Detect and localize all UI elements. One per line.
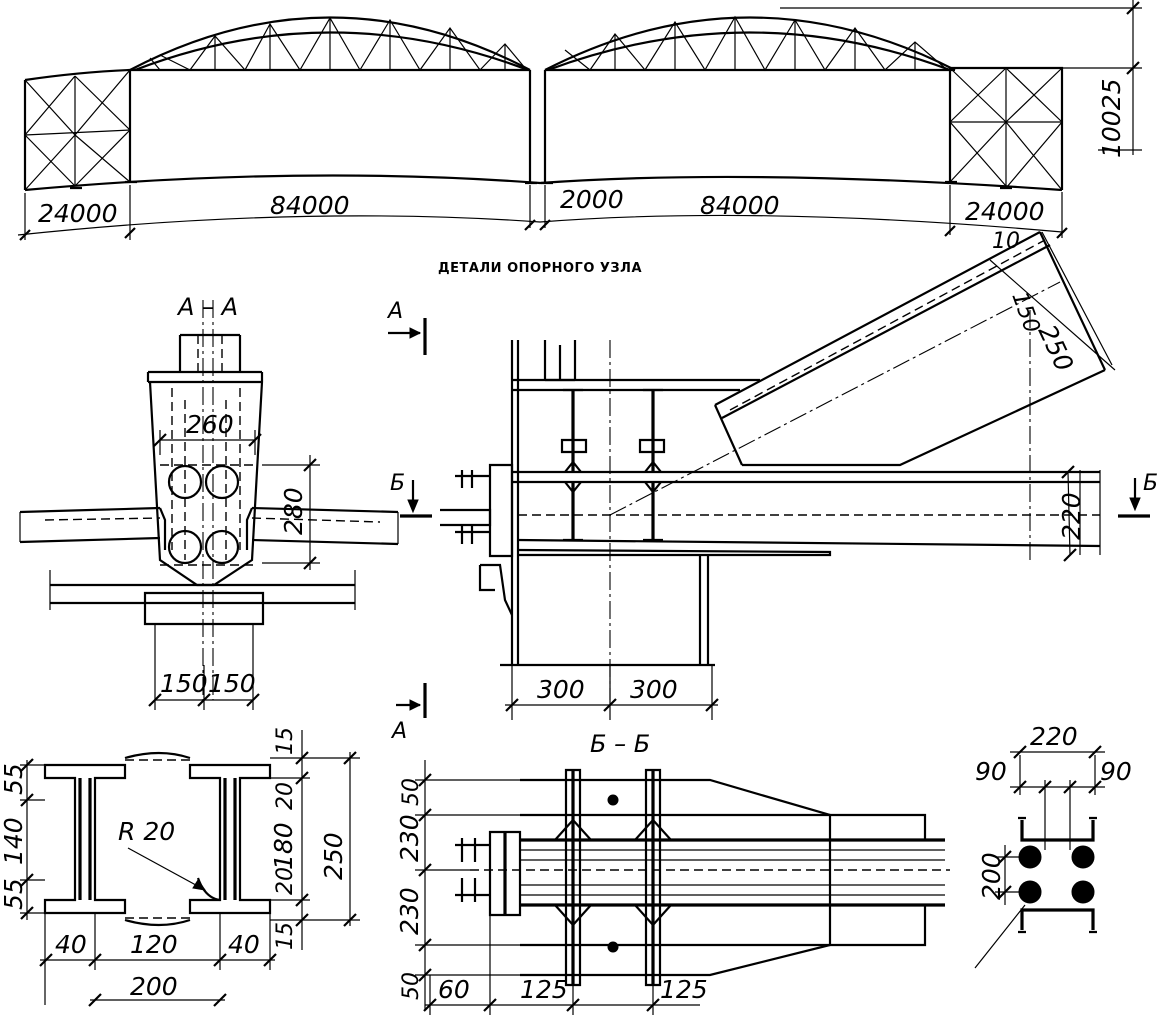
dim-150-right: 150: [208, 669, 256, 698]
span-dim-left-tower: 24000: [38, 199, 118, 228]
dim-90-left: 90: [975, 757, 1007, 786]
dim-50-bottom: 50: [399, 972, 424, 1000]
height-dim: 10025: [1097, 78, 1126, 158]
dim-60: 60: [438, 975, 470, 1004]
dim-140: 140: [0, 817, 28, 865]
hangar-elevation: 24000 84000 2000 84000 24000 10025: [17, 0, 1142, 241]
dim-120: 120: [130, 930, 178, 959]
dim-260: 260: [186, 410, 234, 439]
section-a-a: А – А 260 280 150 1: [19, 293, 399, 710]
side-view: А А Б Б: [386, 229, 1158, 744]
span-dim-right-arch: 84000: [700, 191, 780, 220]
dim-15-bottom: 15: [273, 922, 298, 950]
dim-20-top: 20: [273, 782, 298, 810]
dim-250-diag: 250: [1033, 320, 1079, 376]
cut-a-top-label: А: [386, 299, 403, 324]
dim-55-top: 55: [0, 763, 28, 795]
dim-55-bottom: 55: [0, 878, 28, 910]
dim-125-right: 125: [660, 975, 708, 1004]
dim-200-profile: 200: [130, 972, 178, 1001]
channel-detail: 220 90 90 200: [974, 722, 1132, 969]
section-b-b: Б – Б 50 230 230 50 60 125 125: [395, 730, 950, 1015]
span-dim-gap: 2000: [560, 185, 624, 214]
dim-10: 10: [992, 229, 1020, 254]
dim-20-bottom: 20: [273, 867, 298, 895]
cut-b-right-label: Б: [1143, 471, 1158, 496]
radius-label: R 20: [118, 817, 175, 846]
dim-90-right: 90: [1100, 757, 1132, 786]
dim-200-channel: 200: [977, 852, 1006, 900]
cut-b-left-label: Б: [390, 471, 405, 496]
dim-300-left: 300: [537, 675, 585, 704]
dim-50-top: 50: [399, 778, 424, 806]
dim-125-left: 125: [520, 975, 568, 1004]
span-dim-left-arch: 84000: [270, 191, 350, 220]
dim-15-top: 15: [273, 727, 298, 755]
dim-250-profile: 250: [319, 832, 348, 880]
dim-230-bottom: 230: [395, 887, 424, 935]
dim-40-left: 40: [55, 930, 87, 959]
section-a-a-label: А – А: [176, 293, 238, 321]
cut-a-bottom-label: А: [390, 719, 407, 744]
dim-220-channel: 220: [1030, 722, 1078, 751]
dim-150-left: 150: [160, 669, 208, 698]
section-b-b-label: Б – Б: [590, 730, 650, 758]
dim-40-right: 40: [228, 930, 260, 959]
profile-section: R 20 55 140 55 15 20 180 20 15 250 40 12…: [0, 727, 360, 1007]
span-dim-right-tower: 24000: [965, 197, 1045, 226]
section-title: ДЕТАЛИ ОПОРНОГО УЗЛА: [438, 261, 642, 276]
dim-180: 180: [269, 822, 298, 870]
dim-220: 220: [1057, 492, 1086, 540]
dim-300-right: 300: [630, 675, 678, 704]
dim-280: 280: [279, 487, 308, 535]
dim-230-top: 230: [395, 814, 424, 862]
